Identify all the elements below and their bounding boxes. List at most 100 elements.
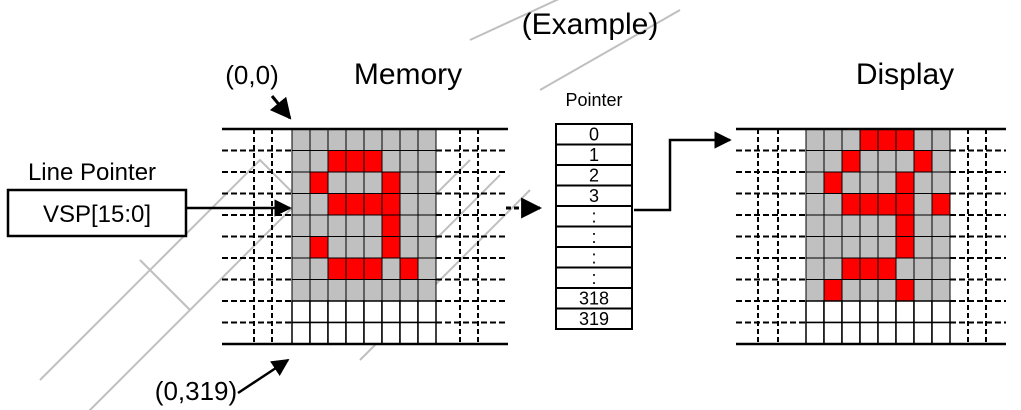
display-pixel-blank <box>877 321 897 345</box>
display-pixel-off <box>859 236 879 259</box>
memory-pixel-off <box>345 279 365 302</box>
memory-pixel-off <box>345 236 365 259</box>
memory-pixel-off <box>417 236 437 259</box>
display-pixel-blank <box>913 300 933 324</box>
display-pixel-on <box>859 193 879 216</box>
diagram-title: (Example) <box>522 8 659 41</box>
display-pixel-on <box>841 193 861 216</box>
display-pixel-on <box>895 171 915 194</box>
pointer-label: Pointer <box>565 90 622 110</box>
display-pixel-grid <box>805 128 951 345</box>
memory-pixel-on <box>363 257 383 280</box>
memory-pixel-on <box>381 171 401 194</box>
memory-pixel-off <box>399 171 419 194</box>
display-pixel-off <box>913 214 933 237</box>
memory-pixel-blank <box>309 300 329 324</box>
memory-pixel-off <box>345 171 365 194</box>
memory-pixel-blank <box>399 300 419 324</box>
memory-pixel-on <box>327 193 347 216</box>
display-pixel-off <box>913 257 933 280</box>
memory-pixel-on <box>345 193 365 216</box>
display-pixel-on <box>823 279 843 302</box>
memory-pixel-off <box>291 279 311 302</box>
display-pixel-off <box>931 257 951 280</box>
display-pixel-on <box>841 150 861 173</box>
display-pixel-blank <box>805 321 825 345</box>
display-pixel-blank <box>805 300 825 324</box>
display-grid-lines <box>736 127 1006 346</box>
display-pixel-on <box>877 128 897 151</box>
display-pixel-off <box>841 279 861 302</box>
memory-pixel-off <box>399 214 419 237</box>
display-pixel-on <box>859 128 879 151</box>
memory-pixel-off <box>417 214 437 237</box>
memory-pixel-off <box>291 257 311 280</box>
display-pixel-blank <box>895 300 915 324</box>
memory-pixel-blank <box>345 321 365 345</box>
memory-pixel-off <box>327 128 347 151</box>
display-pixel-off <box>931 214 951 237</box>
display-pixel-off <box>913 279 933 302</box>
display-pixel-off <box>913 236 933 259</box>
memory-pixel-off <box>417 257 437 280</box>
memory-pixel-off <box>363 279 383 302</box>
display-pixel-off <box>859 150 879 173</box>
memory-pixel-on <box>399 257 419 280</box>
memory-pixel-blank <box>417 300 437 324</box>
memory-pixel-off <box>417 171 437 194</box>
display-pixel-off <box>913 171 933 194</box>
display-pixel-off <box>931 128 951 151</box>
memory-label: Memory <box>354 58 462 91</box>
memory-pixel-blank <box>327 300 347 324</box>
display-pixel-blank <box>841 321 861 345</box>
display-pixel-blank <box>877 300 897 324</box>
display-pixel-blank <box>931 300 951 324</box>
pointer-entry-label: : <box>591 248 596 268</box>
vsp-register-label: VSP[15:0] <box>43 201 151 228</box>
display-pixel-on <box>859 257 879 280</box>
memory-pixel-on <box>345 150 365 173</box>
memory-pixel-blank <box>381 321 401 345</box>
display-pixel-off <box>823 128 843 151</box>
origin-coordinate-label: (0,0) <box>225 60 278 90</box>
display-pixel-on <box>931 193 951 216</box>
memory-pixel-blank <box>327 321 347 345</box>
display-pixel-blank <box>823 300 843 324</box>
display-pixel-off <box>805 171 825 194</box>
memory-pixel-off <box>417 193 437 216</box>
display-pixel-on <box>913 150 933 173</box>
display-label: Display <box>856 58 954 91</box>
memory-pixel-on <box>381 236 401 259</box>
memory-pixel-off <box>291 214 311 237</box>
display-pixel-on <box>877 193 897 216</box>
vsp-register-box <box>6 188 188 238</box>
memory-pixel-off <box>309 150 329 173</box>
memory-pixel-off <box>381 128 401 151</box>
pointer-entry-label: : <box>591 207 596 227</box>
display-pixel-off <box>931 171 951 194</box>
display-pixel-off <box>841 214 861 237</box>
display-pixel-blank <box>859 300 879 324</box>
display-pixel-on <box>841 257 861 280</box>
memory-pixel-off <box>381 279 401 302</box>
memory-pixel-off <box>291 236 311 259</box>
display-pixel-off <box>877 171 897 194</box>
display-pixel-off <box>859 171 879 194</box>
memory-pixel-on <box>327 257 347 280</box>
memory-pixel-off <box>291 128 311 151</box>
pointer-to-display-arrow-icon <box>634 131 732 212</box>
memory-pixel-off <box>399 279 419 302</box>
pointer-entry-box <box>555 307 633 330</box>
display-pixel-blank <box>859 321 879 345</box>
display-pixel-blank <box>841 300 861 324</box>
display-pixel-on <box>895 193 915 216</box>
memory-pixel-off <box>381 257 401 280</box>
display-pixel-blank <box>913 321 933 345</box>
memory-pixel-off <box>327 214 347 237</box>
memory-pixel-on <box>327 150 347 173</box>
memory-pixel-off <box>363 171 383 194</box>
display-pixel-off <box>895 150 915 173</box>
display-pixel-off <box>895 257 915 280</box>
